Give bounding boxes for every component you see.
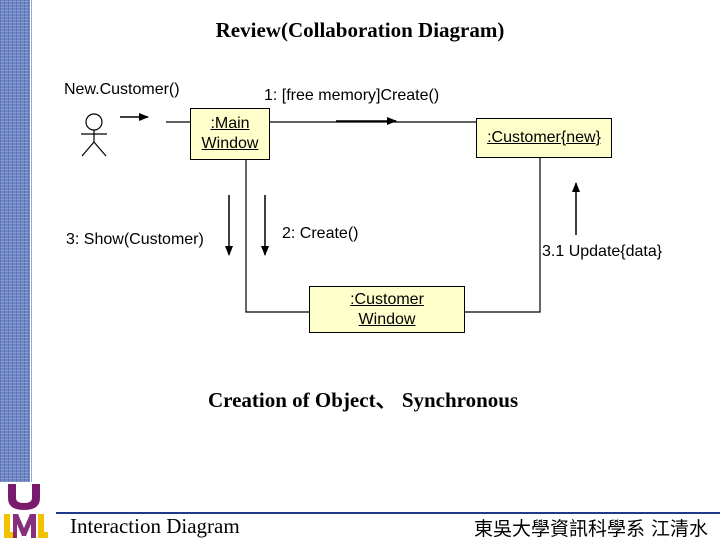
- uml-logo-icon: [4, 484, 48, 538]
- slide-subtitle: Creation of Object、 Synchronous: [208, 388, 519, 412]
- object-customer-name: :Customer{new}: [487, 129, 601, 146]
- footer-topic: Interaction Diagram: [70, 514, 240, 538]
- object-customer-window: :Customer Window: [309, 286, 465, 333]
- object-main-window-class: Window: [201, 135, 259, 152]
- object-customer-window-class: Window: [358, 310, 416, 328]
- decorative-side-bar: [0, 0, 30, 482]
- object-customer: :Customer{new}: [476, 118, 612, 158]
- object-main-window: :Main Window: [190, 108, 270, 160]
- message-update-data: 3.1 Update{data}: [542, 243, 663, 260]
- footer-author: 東吳大學資訊科學系 江清水: [473, 518, 708, 540]
- message-show-customer: 3: Show(Customer): [66, 231, 204, 248]
- slide-title: Review(Collaboration Diagram): [215, 18, 505, 42]
- message-create-free-memory: 1: [free memory]Create(): [264, 87, 440, 104]
- message-create: 2: Create(): [282, 225, 359, 242]
- actor-icon: [81, 113, 107, 157]
- link-mainwindow-customerwindow: [245, 160, 309, 313]
- object-customer-window-name: :Customer: [350, 290, 424, 308]
- object-main-window-name: :Main: [210, 115, 250, 132]
- message-new-customer: New.Customer(): [64, 81, 180, 98]
- side-divider: [31, 0, 32, 482]
- footer-divider: [56, 512, 720, 514]
- link-customer-customerwindow: [465, 158, 541, 313]
